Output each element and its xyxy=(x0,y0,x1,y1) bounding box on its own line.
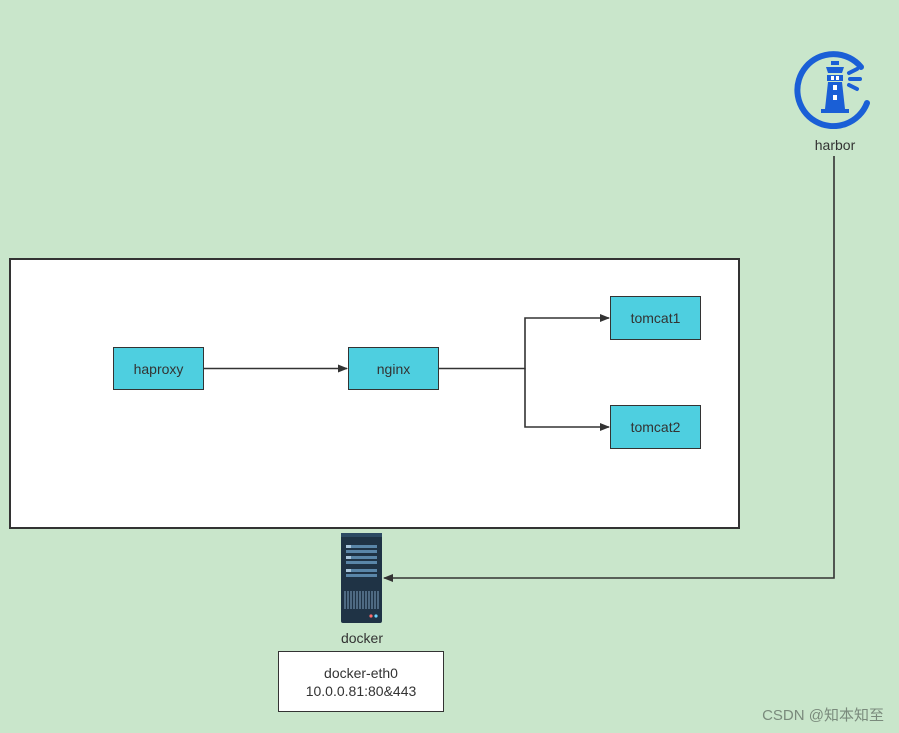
docker-interface-box: docker-eth0 10.0.0.81:80&443 xyxy=(278,651,444,712)
docker-label: docker xyxy=(340,630,384,646)
docker-interface-name: docker-eth0 xyxy=(324,664,398,681)
node-tomcat1[interactable]: tomcat1 xyxy=(610,296,701,340)
watermark: CSDN @知本知至 xyxy=(762,707,884,724)
node-tomcat2[interactable]: tomcat2 xyxy=(610,405,701,449)
docker-interface-address: 10.0.0.81:80&443 xyxy=(305,682,417,699)
node-nginx[interactable]: nginx xyxy=(348,347,439,390)
lighthouse-icon xyxy=(794,51,870,129)
server-icon xyxy=(341,533,382,623)
node-tomcat2-label: tomcat2 xyxy=(630,419,681,435)
node-haproxy-label: haproxy xyxy=(133,360,184,377)
node-nginx-label: nginx xyxy=(376,360,411,377)
node-tomcat1-label: tomcat1 xyxy=(630,310,681,326)
harbor-label: harbor xyxy=(814,137,856,153)
node-haproxy[interactable]: haproxy xyxy=(113,347,204,390)
